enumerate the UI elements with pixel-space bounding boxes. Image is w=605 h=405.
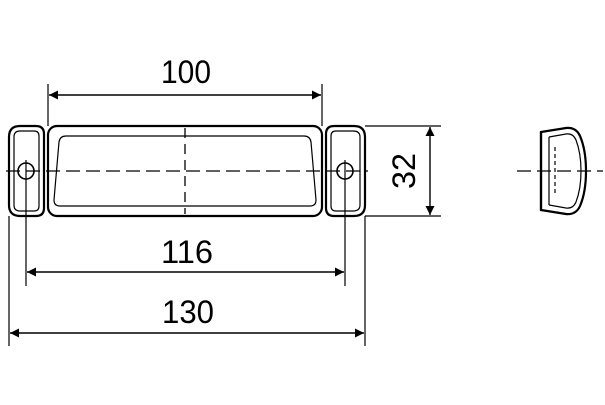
front-view (6, 124, 368, 218)
side-view (517, 126, 603, 216)
left-mounting-lug (7, 124, 46, 218)
right-mounting-lug (324, 124, 367, 218)
dimension-overall-length: 130 (8, 216, 366, 346)
dimension-label-130: 130 (162, 294, 214, 330)
side-view-outline (539, 126, 588, 216)
dimension-label-116: 116 (161, 234, 213, 270)
lens-inner-outline (53, 135, 317, 207)
dimension-label-32: 32 (386, 153, 422, 189)
side-view-inner-contour (548, 133, 582, 209)
left-lug-inner-contour (13, 130, 40, 212)
dimension-lens-width: 100 (47, 54, 323, 126)
dimension-hole-spacing: 116 (25, 182, 346, 286)
right-lug-inner-contour (330, 130, 361, 212)
dimension-label-100: 100 (161, 54, 211, 90)
dimension-height: 32 (365, 125, 441, 217)
